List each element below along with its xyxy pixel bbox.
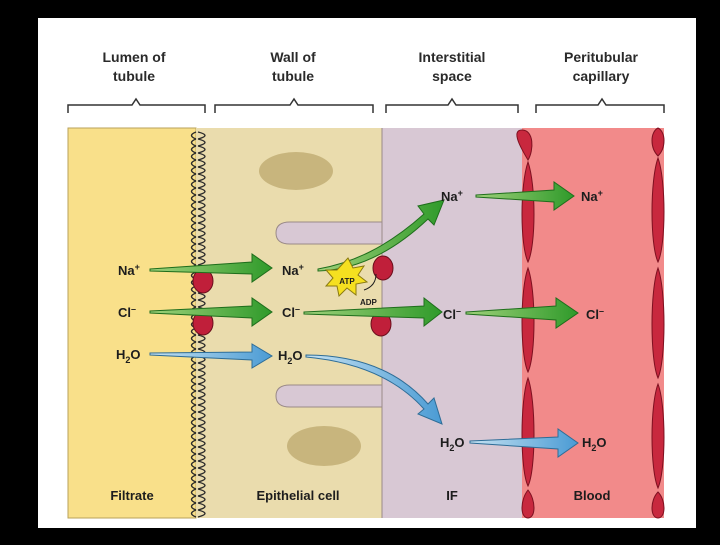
header-wall-line2: tubule [272,68,314,84]
atp-conversion-arrow [363,273,377,291]
water-arrows [149,343,579,458]
na-arrow-lumen-to-cell [149,253,273,283]
microvilli-border [190,131,206,518]
vessel-wall-right-4 [651,382,665,490]
vessel-wall-left-5 [521,489,535,519]
interstitial-region [382,128,522,518]
bracket-capillary [535,97,665,113]
basolateral-na-pump [372,255,394,281]
atp-burst-icon [324,257,369,298]
header-lumen-line2: tubule [113,68,155,84]
nucleus-lower [287,426,361,466]
header-lumen-line1: Lumen of [103,49,166,65]
intercellular-gap-upper [275,221,383,245]
bracket-wall [214,97,374,113]
cl-arrow-cell-to-if [303,296,443,328]
water-label-cell: H2O [278,348,303,366]
cl-label-if: Cl– [443,306,461,322]
vessel-wall-right-1 [651,127,665,157]
cl-label-lumen: Cl– [118,304,136,320]
water-arrow-if-to-blood [469,428,579,458]
vessel-wall-right-5 [651,491,665,519]
cl-label-blood: Cl– [586,306,604,322]
header-interstitial-line2: space [432,68,472,84]
water-label-blood: H2O [582,435,607,453]
footer-if: IF [446,488,458,503]
water-arrow-cell-to-if [305,354,443,425]
na-label-blood: Na+ [581,188,603,204]
vessel-wall-left-3 [521,266,535,374]
footer-epithelial-cell: Epithelial cell [256,488,339,503]
na-label-cell: Na+ [282,262,304,278]
blood-region [522,128,664,518]
intercellular-gap-lower [275,384,383,408]
capillary-walls [516,127,665,519]
vessel-wall-right-3 [651,266,665,380]
bracket-interstitial [385,97,519,113]
vessel-wall-left-4 [521,376,535,488]
header-wall-line1: Wall of [270,49,316,65]
vessel-wall-left-1 [516,129,533,161]
header-brackets [67,97,665,113]
vessel-wall-right-2 [651,156,665,264]
filtrate-region [67,127,197,519]
header-capillary-line1: Peritubular [564,49,638,65]
header-interstitial-line1: Interstitial [419,49,486,65]
water-label-lumen: H2O [116,347,141,365]
adp-label: ADP [360,298,378,307]
na-label-lumen: Na+ [118,262,140,278]
nucleus-upper [259,152,333,190]
bracket-lumen [67,97,206,113]
water-label-if: H2O [440,435,465,453]
footer-blood: Blood [574,488,611,503]
na-label-if: Na+ [441,188,463,204]
atp-label: ATP [339,277,355,286]
water-arrow-lumen-to-cell [149,343,273,369]
footer-filtrate: Filtrate [110,488,153,503]
cl-arrow-lumen-to-cell [149,297,273,327]
cl-arrow-if-to-blood [465,297,579,329]
cl-label-cell: Cl– [282,304,300,320]
header-capillary-line2: capillary [573,68,630,84]
na-arrow-if-to-blood [475,181,575,211]
sodium-chloride-arrows [149,181,579,329]
